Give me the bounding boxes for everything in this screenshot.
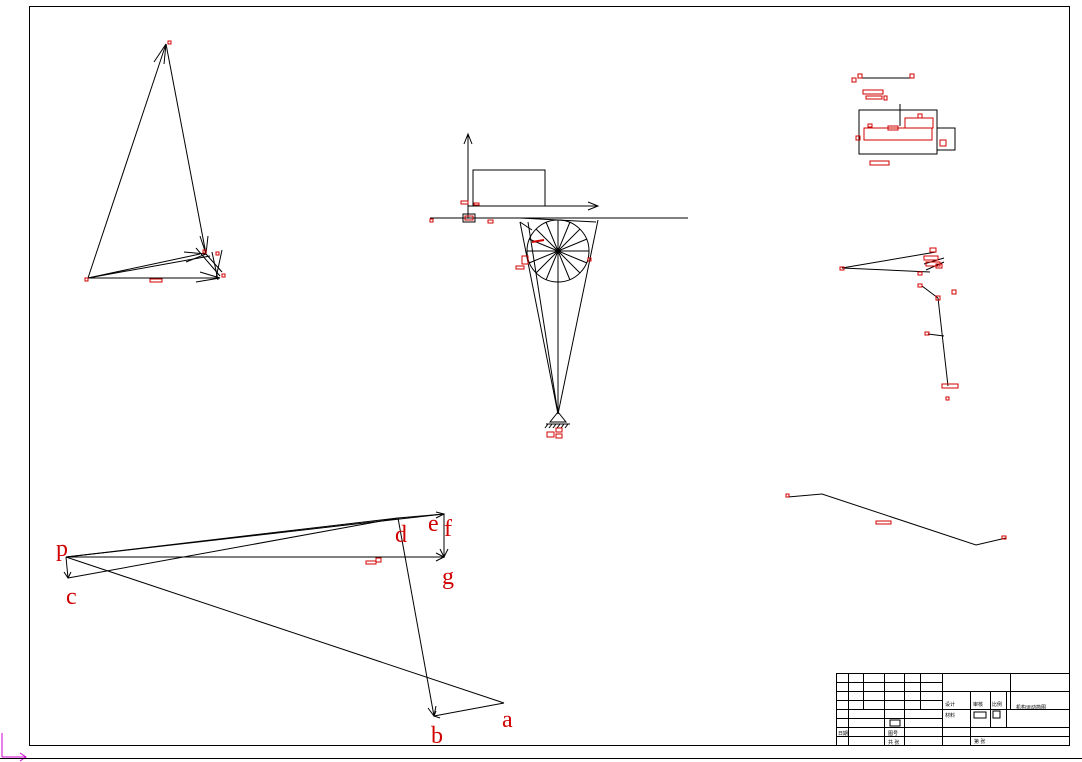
label-d: d bbox=[395, 522, 407, 548]
title-cell-date: 日期 bbox=[838, 731, 848, 737]
title-block bbox=[836, 673, 1070, 746]
mechanism-sketch bbox=[430, 132, 688, 429]
label-c: c bbox=[66, 584, 77, 610]
title-cell-review: 审核 bbox=[973, 701, 983, 708]
label-p: p bbox=[56, 536, 68, 562]
label-e: e bbox=[428, 511, 439, 537]
link-sketch-right-markers bbox=[839, 247, 959, 401]
title-cell-design: 设计 bbox=[945, 701, 955, 708]
title-cell-drawing-no: 图号 bbox=[888, 731, 898, 737]
label-f: f bbox=[444, 516, 452, 542]
label-a: a bbox=[502, 707, 513, 733]
acceleration-polygon-markers bbox=[84, 40, 226, 283]
link-sketch-right bbox=[841, 251, 949, 387]
label-b: b bbox=[431, 723, 443, 749]
mechanism-markers bbox=[429, 200, 592, 439]
velocity-polygon-markers bbox=[365, 557, 382, 565]
detail-block-top-right bbox=[851, 73, 956, 166]
acceleration-polygon bbox=[87, 43, 223, 283]
title-cell-sheet: 第 张 bbox=[974, 738, 985, 745]
title-cell-material: 材料 bbox=[945, 712, 955, 719]
title-cell-scale: 比例 bbox=[992, 701, 1002, 708]
title-block-text: 设计 审核 比例 材料 图号 共 张 第 张 日期 机构运动简图 bbox=[838, 701, 1046, 746]
drawing-border bbox=[29, 6, 1070, 746]
velocity-polygon bbox=[63, 511, 505, 719]
title-cell-total: 共 张 bbox=[888, 739, 899, 746]
ucs-axis-icon bbox=[1, 733, 27, 762]
label-g: g bbox=[442, 564, 454, 590]
drawing-name: 机构运动简图 bbox=[1016, 704, 1046, 711]
displacement-polyline bbox=[785, 493, 1007, 546]
